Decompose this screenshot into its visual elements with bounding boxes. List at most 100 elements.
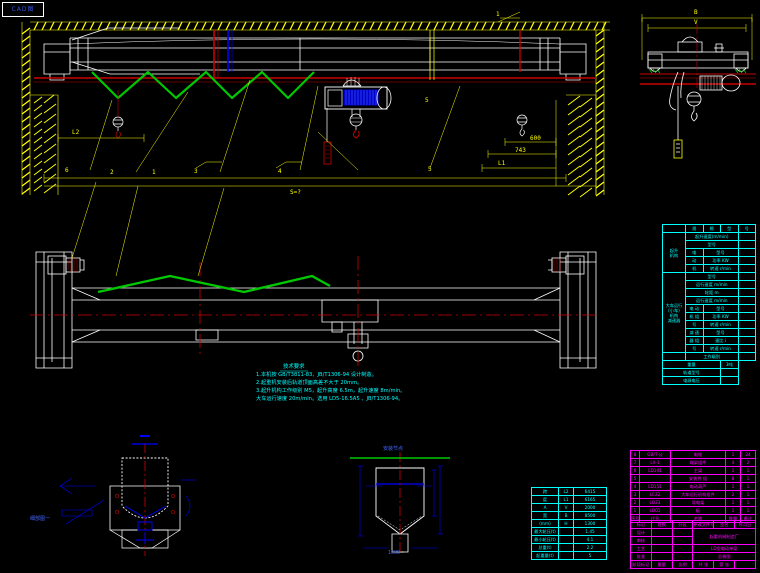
part-code: LD151 bbox=[639, 482, 671, 491]
end-view-structure bbox=[647, 36, 749, 74]
part-name: 电缆 bbox=[670, 450, 726, 459]
spec-group-label bbox=[662, 352, 686, 361]
param-value: 2.2 bbox=[573, 543, 607, 552]
spec-item-label: 重量 bbox=[662, 360, 721, 369]
tb-company: 起重机械制造厂 bbox=[692, 528, 756, 545]
spec-item-label: 运行速度 m/min bbox=[685, 296, 739, 305]
detail-bracket-left bbox=[59, 435, 196, 556]
tb-row: 设计 起重机械制造厂 bbox=[630, 528, 756, 545]
tb-drawing-name: LD型电动单梁 bbox=[692, 544, 756, 553]
spec-sub-label: 型号 bbox=[702, 328, 739, 337]
param-symbol bbox=[558, 527, 574, 536]
part-qty: 1 bbox=[725, 450, 741, 459]
app-logo: CAD图 bbox=[2, 2, 44, 17]
callout-2: 2 bbox=[110, 169, 114, 176]
tb-change-label: 签名 bbox=[713, 520, 736, 529]
part-no: 3 bbox=[630, 490, 640, 499]
spec-sub-label: 功率 KW bbox=[702, 312, 739, 321]
param-value: 8500 bbox=[573, 511, 607, 520]
dim-L2: L2 bbox=[72, 129, 80, 136]
param-value: 4.1 bbox=[573, 535, 607, 544]
part-name: 端梁组件 bbox=[670, 458, 726, 467]
spec-item-label: 轨道型号 bbox=[662, 368, 721, 377]
param-symbol bbox=[558, 535, 574, 544]
param-symbol: B bbox=[558, 511, 574, 520]
param-symbol bbox=[558, 543, 574, 552]
spec-sub-key: 号 bbox=[685, 344, 704, 353]
dim-B: B bbox=[694, 9, 698, 16]
tb-row: 批准总装图 bbox=[630, 552, 756, 561]
spec-sub-label: 功率 KW bbox=[702, 256, 739, 265]
param-name: 度 bbox=[531, 495, 559, 504]
notes-line-1: 1.本机按 GB/T3811-83、JB/T1306-94 设计制造。 bbox=[256, 372, 377, 378]
spec-sub-key: 动 bbox=[685, 256, 704, 265]
spec-sub-key: 号 bbox=[685, 320, 704, 329]
spec-value bbox=[737, 328, 756, 337]
tb-role: 批准 bbox=[630, 552, 652, 561]
spec-row: 轨道型号 bbox=[662, 368, 756, 377]
drive-motor-right bbox=[548, 255, 585, 275]
tb-role: 工艺 bbox=[630, 544, 652, 553]
spec-item-label: 起升速度(m/min) bbox=[685, 232, 739, 241]
param-symbol: H bbox=[558, 519, 574, 528]
secondary-hook-elevation bbox=[112, 90, 124, 139]
part-qty: 1 bbox=[725, 506, 741, 515]
param-value: 2000 bbox=[573, 503, 607, 512]
part-note: 1 bbox=[740, 482, 756, 491]
spec-value bbox=[737, 256, 756, 265]
param-value: 6165 bbox=[573, 495, 607, 504]
spec-sub-key: 减 速 bbox=[685, 328, 704, 337]
param-name: 最大轮压(t) bbox=[531, 527, 559, 536]
spec-group-label: 大车运行(小车)机构减速器 bbox=[662, 272, 686, 353]
tb-row: 工艺 LD型电动单梁 bbox=[630, 544, 756, 553]
detail-b-title: 安装节点 bbox=[383, 446, 404, 452]
param-name: (mm) bbox=[531, 519, 559, 528]
spec-row: 工作级别 bbox=[662, 352, 756, 361]
param-name: 跨 bbox=[531, 487, 559, 496]
part-no: 7 bbox=[630, 458, 640, 467]
wall-hatching-left bbox=[21, 22, 59, 195]
part-no: 8 bbox=[630, 450, 640, 459]
callout-5b: 5 bbox=[425, 97, 429, 104]
electric-hoist-trolley bbox=[323, 77, 392, 165]
spec-value: 3吨 bbox=[720, 360, 739, 369]
spec-sub-label: 转速 r/min bbox=[702, 264, 739, 273]
part-code: LC22 bbox=[639, 490, 671, 499]
tb-role: 设计 bbox=[630, 528, 652, 537]
wall-hatching-right bbox=[566, 22, 605, 198]
tb-sign bbox=[650, 536, 673, 545]
param-row: 最小轮压(t)4.1 bbox=[531, 535, 607, 544]
spec-item-label: 型号 bbox=[685, 272, 739, 281]
tb-sheet-label: 第 张 bbox=[713, 560, 736, 569]
spec-value bbox=[737, 320, 756, 329]
runway-rail-elevation bbox=[34, 77, 596, 83]
tb-stage-label: 比例 bbox=[671, 560, 694, 569]
callout-4: 4 bbox=[278, 168, 282, 175]
callout-3: 3 bbox=[194, 168, 198, 175]
end-view-hoist bbox=[669, 71, 741, 159]
param-name: A bbox=[531, 503, 559, 512]
detail-b-dim: 1000 bbox=[388, 550, 401, 556]
drive-motor-left bbox=[47, 255, 85, 275]
notes-line-2: 2.起重机安装后轨道顶面高差不大于 20mm。 bbox=[256, 380, 363, 386]
part-qty: 1 bbox=[725, 466, 741, 475]
callout-5: 5 bbox=[428, 166, 432, 173]
part-name: 电动葫芦 bbox=[670, 482, 726, 491]
spec-header-cell: 号 bbox=[737, 224, 756, 233]
dim-V: V bbox=[694, 19, 698, 26]
spec-row: 起升机构起升速度(m/min) bbox=[662, 232, 756, 273]
spec-sub-key: 机 bbox=[685, 264, 704, 273]
leader-lines-elevation bbox=[89, 11, 521, 173]
spec-value bbox=[737, 296, 756, 305]
param-symbol: V bbox=[558, 503, 574, 512]
spec-sub-key: 机 组 bbox=[685, 312, 704, 321]
